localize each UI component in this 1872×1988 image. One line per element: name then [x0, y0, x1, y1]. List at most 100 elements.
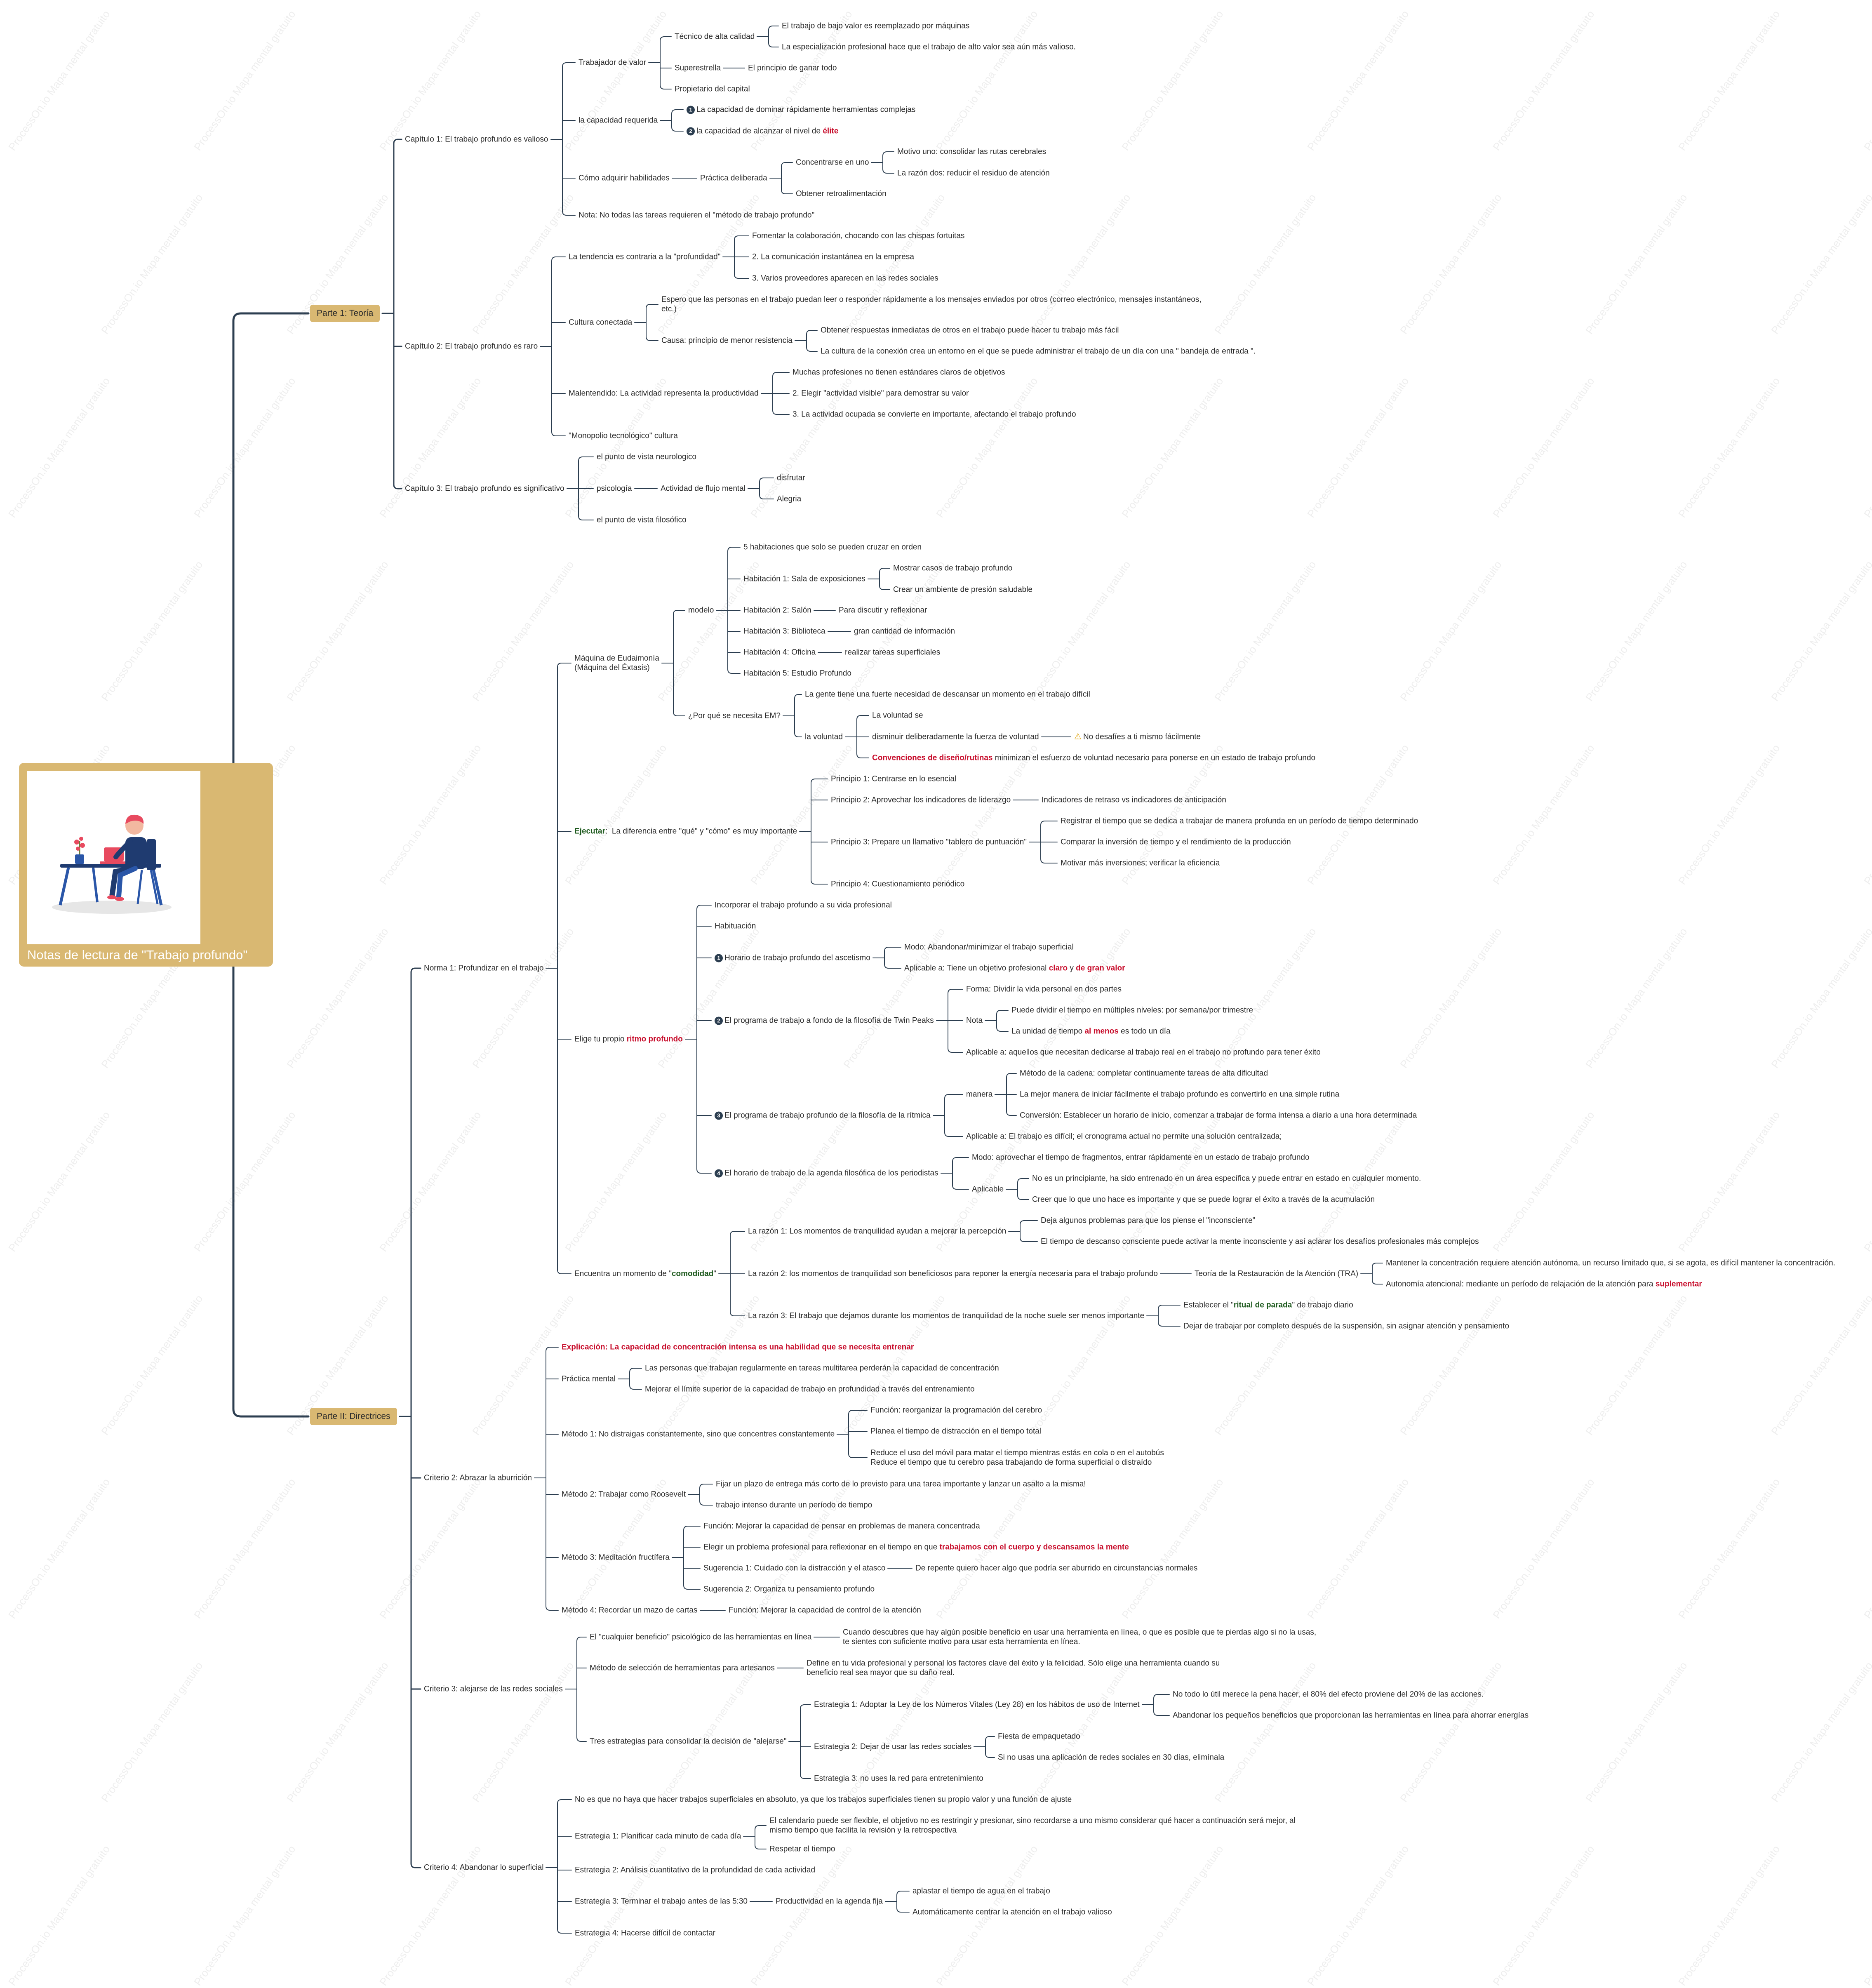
topic-node[interactable]: Función: Mejorar la capacidad de pensar …: [703, 1522, 980, 1531]
topic-node[interactable]: Modo: Abandonar/minimizar el trabajo sup…: [904, 943, 1074, 952]
topic-node[interactable]: psicología: [597, 484, 632, 493]
topic-node[interactable]: Nota: [966, 1016, 983, 1025]
topic-node[interactable]: Reduce el uso del móvil para matar el ti…: [870, 1449, 1164, 1467]
topic-node[interactable]: Malentendido: La actividad representa la…: [569, 389, 759, 398]
topic-node[interactable]: 3. La actividad ocupada se convierte en …: [793, 410, 1076, 419]
topic-node[interactable]: Espero que las personas en el trabajo pu…: [661, 295, 1202, 313]
topic-node[interactable]: Motivo uno: consolidar las rutas cerebra…: [897, 147, 1047, 156]
topic-node[interactable]: manera: [966, 1090, 993, 1099]
topic-node[interactable]: Superestrella: [675, 64, 721, 73]
topic-node[interactable]: Estrategia 2: Dejar de usar las redes so…: [814, 1742, 972, 1751]
topic-node[interactable]: Fiesta de empaquetado: [998, 1732, 1080, 1741]
topic-node[interactable]: Función: reorganizar la programación del…: [870, 1406, 1042, 1415]
topic-node[interactable]: 5 habitaciones que solo se pueden cruzar…: [743, 543, 922, 552]
topic-node[interactable]: La razón 2: los momentos de tranquilidad…: [748, 1269, 1158, 1278]
topic-node[interactable]: El principio de ganar todo: [748, 64, 837, 73]
topic-node[interactable]: De repente quiero hacer algo que podría …: [915, 1564, 1198, 1573]
topic-node[interactable]: Muchas profesiones no tienen estándares …: [793, 368, 1005, 377]
topic-node[interactable]: la capacidad requerida: [579, 116, 658, 125]
topic-node[interactable]: Incorporar el trabajo profundo a su vida…: [715, 901, 892, 910]
topic-node[interactable]: Mostrar casos de trabajo profundo: [893, 564, 1013, 573]
topic-node[interactable]: Registrar el tiempo que se dedica a trab…: [1061, 816, 1418, 826]
topic-node[interactable]: Método 3: Meditación fructífera: [562, 1553, 670, 1562]
topic-node[interactable]: ¿Por qué se necesita EM?: [688, 711, 781, 720]
topic-node[interactable]: Máquina de Eudaimonía (Máquina del Éxtas…: [574, 654, 659, 672]
topic-node[interactable]: Norma 1: Profundizar en el trabajo: [424, 964, 544, 973]
topic-node[interactable]: La razón 3: El trabajo que dejamos duran…: [748, 1311, 1145, 1320]
topic-node[interactable]: Mantener la concentración requiere atenc…: [1386, 1259, 1835, 1268]
topic-node[interactable]: Capítulo 2: El trabajo profundo es raro: [405, 342, 538, 351]
topic-node[interactable]: Técnico de alta calidad: [675, 32, 755, 41]
topic-node[interactable]: Cómo adquirir habilidades: [579, 174, 670, 183]
section-node[interactable]: Parte 1: Teoría: [310, 305, 380, 322]
topic-node[interactable]: Capítulo 1: El trabajo profundo es valio…: [405, 135, 548, 144]
topic-node[interactable]: La razón dos: reducir el residuo de aten…: [897, 169, 1050, 178]
topic-node[interactable]: Habitación 5: Estudio Profundo: [743, 669, 851, 678]
topic-node[interactable]: Autonomía atencional: mediante un períod…: [1386, 1280, 1702, 1289]
topic-node[interactable]: gran cantidad de información: [854, 627, 955, 636]
topic-node[interactable]: Alegria: [777, 494, 802, 503]
topic-node[interactable]: La cultura de la conexión crea un entorn…: [821, 347, 1256, 356]
section-node[interactable]: Parte II: Directrices: [310, 1408, 397, 1425]
topic-node[interactable]: el punto de vista filosófico: [597, 515, 687, 525]
topic-node[interactable]: Crear un ambiente de presión saludable: [893, 585, 1032, 594]
topic-node[interactable]: Aplicable: [972, 1185, 1004, 1194]
topic-node[interactable]: disminuir deliberadamente la fuerza de v…: [872, 732, 1039, 741]
topic-node[interactable]: Método de selección de herramientas para…: [590, 1663, 775, 1673]
topic-node[interactable]: ⚠No desafíes a ti mismo fácilmente: [1074, 732, 1201, 741]
topic-node[interactable]: La voluntad se: [872, 711, 923, 720]
topic-node[interactable]: Método 2: Trabajar como Roosevelt: [562, 1490, 686, 1499]
topic-node[interactable]: Encuentra un momento de "comodidad": [574, 1269, 717, 1278]
topic-node[interactable]: Habitación 4: Oficina: [743, 648, 816, 657]
topic-node[interactable]: Las personas que trabajan regularmente e…: [645, 1364, 999, 1373]
topic-node[interactable]: Modo: aprovechar el tiempo de fragmentos…: [972, 1153, 1310, 1162]
topic-node[interactable]: Principio 1: Centrarse en lo esencial: [831, 774, 957, 783]
topic-node[interactable]: Planea el tiempo de distracción en el ti…: [870, 1427, 1042, 1436]
topic-node[interactable]: Práctica mental: [562, 1374, 616, 1383]
topic-node[interactable]: Respetar el tiempo: [769, 1844, 835, 1854]
topic-node[interactable]: Tres estrategias para consolidar la deci…: [590, 1737, 787, 1746]
topic-node[interactable]: Método 4: Recordar un mazo de cartas: [562, 1606, 698, 1615]
topic-node[interactable]: Aplicable a: El trabajo es difícil; el c…: [966, 1132, 1282, 1141]
topic-node[interactable]: realizar tareas superficiales: [845, 648, 941, 657]
topic-node[interactable]: Concentrarse en uno: [796, 158, 869, 167]
topic-node[interactable]: Estrategia 2: Análisis cuantitativo de l…: [575, 1866, 816, 1875]
topic-node[interactable]: La especialización profesional hace que …: [782, 42, 1076, 52]
topic-node[interactable]: Habituación: [715, 922, 756, 931]
topic-node[interactable]: Principio 2: Aprovechar los indicadores …: [831, 795, 1011, 805]
topic-node[interactable]: Propietario del capital: [675, 85, 750, 94]
topic-node[interactable]: Principio 4: Cuestionamiento periódico: [831, 880, 965, 889]
topic-node[interactable]: 2. Elegir "actividad visible" para demos…: [793, 389, 969, 398]
topic-node[interactable]: Deja algunos problemas para que los pien…: [1041, 1216, 1256, 1225]
topic-node[interactable]: Abandonar los pequeños beneficios que pr…: [1173, 1711, 1529, 1720]
topic-node[interactable]: aplastar el tiempo de agua en el trabajo: [912, 1887, 1050, 1896]
topic-node[interactable]: Mejorar el límite superior de la capacid…: [645, 1385, 975, 1394]
topic-node[interactable]: Método de la cadena: completar continuam…: [1020, 1069, 1268, 1078]
topic-node[interactable]: Trabajador de valor: [579, 58, 647, 67]
topic-node[interactable]: Nota: No todas las tareas requieren el "…: [579, 211, 815, 220]
topic-node[interactable]: Aplicable a: aquellos que necesitan dedi…: [966, 1048, 1321, 1057]
topic-node[interactable]: Establecer el "ritual de parada" de trab…: [1183, 1301, 1353, 1310]
topic-node[interactable]: El trabajo de bajo valor es reemplazado …: [782, 21, 970, 31]
topic-node[interactable]: Convenciones de diseño/rutinas minimizan…: [872, 753, 1316, 762]
topic-node[interactable]: Cultura conectada: [569, 318, 633, 327]
topic-node[interactable]: "Monopolio tecnológico" cultura: [569, 431, 678, 440]
topic-node[interactable]: No todo lo útil merece la pena hacer, el…: [1173, 1690, 1484, 1699]
topic-node[interactable]: disfrutar: [777, 473, 805, 482]
topic-node[interactable]: Principio 3: Prepare un llamativo "table…: [831, 838, 1027, 847]
topic-node[interactable]: Obtener respuestas inmediatas de otros e…: [821, 326, 1119, 335]
topic-node[interactable]: Sugerencia 1: Cuidado con la distracción…: [703, 1564, 886, 1573]
topic-node[interactable]: No es que no haya que hacer trabajos sup…: [575, 1795, 1072, 1804]
topic-node[interactable]: La tendencia es contraria a la "profundi…: [569, 252, 721, 261]
topic-node[interactable]: Obtener retroalimentación: [796, 189, 887, 198]
topic-node[interactable]: Estrategia 4: Hacerse difícil de contact…: [575, 1929, 716, 1938]
topic-node[interactable]: Productividad en la agenda fija: [776, 1897, 883, 1906]
topic-node[interactable]: Para discutir y reflexionar: [839, 606, 927, 615]
topic-node[interactable]: Sugerencia 2: Organiza tu pensamiento pr…: [703, 1585, 875, 1594]
topic-node[interactable]: Teoría de la Restauración de la Atención…: [1195, 1269, 1359, 1278]
topic-node[interactable]: modelo: [688, 606, 714, 615]
